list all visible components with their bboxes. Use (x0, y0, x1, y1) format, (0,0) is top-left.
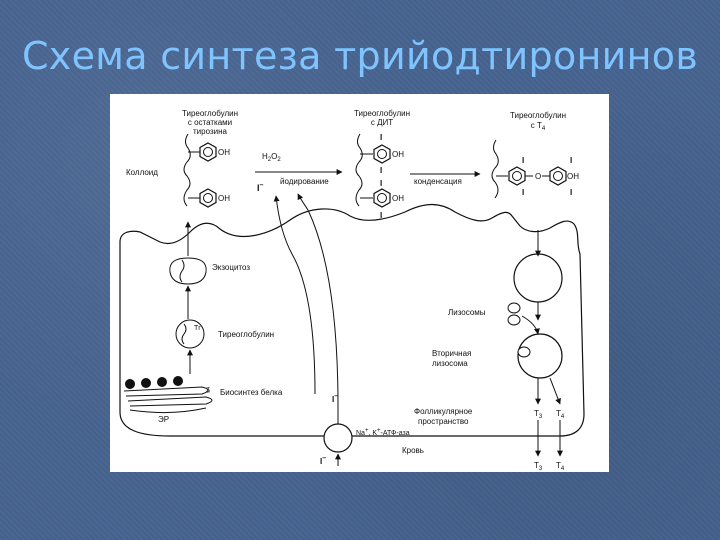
svg-text:H2O2: H2O2 (262, 152, 281, 163)
benzene-ring-icon (199, 142, 217, 162)
t4-blood-label: T (556, 461, 561, 470)
iodine-label: I (570, 156, 572, 165)
slide-title: Схема синтеза трийодтиронинов (21, 34, 699, 78)
benzene-ring-icon (549, 166, 567, 186)
oh-label: OH (218, 148, 230, 157)
secondary-lysosome (517, 333, 563, 379)
secondary-lysosome-line2: лизосома (432, 359, 468, 368)
iodine-label: I (380, 166, 382, 175)
t3-label: T (534, 409, 539, 418)
lysosomes-label: Лизосомы (448, 308, 486, 317)
lysosome-icon (507, 314, 521, 326)
thyroglobulin-label: Тиреоглобулин (218, 330, 274, 339)
h2o2-h: H (262, 152, 268, 161)
tg-tyrosine-line3: тирозина (193, 127, 227, 136)
blood-iodide-label: I (320, 457, 322, 466)
iodide-uptake-arrow (297, 193, 339, 424)
svg-text:T4: T4 (556, 461, 565, 472)
oh-label: OH (392, 194, 404, 203)
follicular-space-line2: пространство (418, 417, 469, 426)
benzene-ring-icon (373, 188, 391, 208)
thyroid-synthesis-diagram: Тиреоглобулин с остатками тирозина Тирео… (119, 109, 585, 472)
iodide-to-colloid-arrow (273, 195, 316, 395)
svg-text:T3: T3 (534, 409, 543, 420)
er-label: ЭР (158, 415, 169, 424)
label-tg-tyrosine: Тиреоглобулин с остатками тирозина (182, 109, 238, 136)
ether-oxygen-label: O (535, 172, 541, 181)
exocytosis-label: Экзоцитоз (212, 263, 250, 272)
thyroglobulin-vesicle (175, 319, 205, 349)
iodine-label: I (380, 133, 382, 142)
tg-dit-line1: Тиреоглобулин (354, 109, 410, 118)
benzene-ring-icon (373, 144, 391, 164)
secondary-lysosome-line1: Вторичная (432, 349, 471, 358)
t4-label: T (556, 409, 561, 418)
svg-text:I–: I– (332, 393, 338, 404)
t4-chain: O OH I I I I (491, 139, 579, 199)
lysosome-icon (507, 302, 521, 314)
tg-t4-line1: Тиреоглобулин (510, 111, 566, 120)
iodine-label: I (522, 188, 524, 197)
na-k-atpase-pump (323, 423, 353, 453)
dit-chain: OH OH I I I I (355, 133, 404, 220)
svg-text:ʓ: ʓ (206, 386, 210, 393)
lysosome-fusion-arrow (521, 315, 540, 335)
oh-label: OH (567, 172, 579, 181)
atpase-label: Na (356, 430, 365, 437)
ribosomes (125, 376, 183, 389)
exocytosis-vesicle (169, 257, 207, 285)
svg-text:Na+, K+-АТФ-аза: Na+, K+-АТФ-аза (356, 428, 410, 437)
follicular-space-line1: Фолликулярное (414, 407, 473, 416)
iodine-label: I (380, 179, 382, 188)
benzene-ring-icon (199, 188, 217, 208)
diagram-frame: Тиреоглобулин с остатками тирозина Тирео… (110, 94, 609, 472)
t3-blood-label: T (534, 461, 539, 470)
svg-text:I–: I– (257, 182, 264, 193)
svg-text:T3: T3 (534, 461, 543, 472)
svg-text:I–: I– (320, 455, 326, 466)
follicular-cell-outline (119, 203, 585, 437)
iodine-label: I (522, 156, 524, 165)
blood-label: Кровь (402, 446, 424, 455)
oh-label: OH (218, 194, 230, 203)
tyrosine-chain: OH OH (183, 133, 230, 208)
svg-text:с Т4: с Т4 (531, 121, 546, 132)
tg-t4-line2: с Т (531, 121, 542, 130)
tg-tyrosine-line2: с остатками (188, 118, 232, 127)
tg-abbr-label: Tг (194, 325, 201, 332)
endoplasmic-reticulum (123, 386, 213, 414)
condensation-label: конденсация (414, 177, 462, 186)
svg-text:T4: T4 (556, 409, 565, 420)
iodine-label: I (570, 188, 572, 197)
iodine-label: I (380, 211, 382, 220)
benzene-ring-icon (508, 166, 526, 186)
iodide-label: I (257, 183, 260, 193)
protein-biosynthesis-label: Биосинтез белка (220, 388, 283, 397)
colloid-droplet (513, 253, 563, 303)
tg-t4-sub: 4 (542, 126, 546, 132)
label-tg-dit: Тиреоглобулин с ДИТ (354, 109, 410, 127)
oh-label: OH (392, 150, 404, 159)
colloid-label: Коллоид (126, 168, 158, 177)
iodide-label: I (332, 395, 334, 404)
iodination-label: йодирование (280, 177, 329, 186)
label-tg-t4: Тиреоглобулин с Т4 (510, 111, 566, 132)
tg-dit-line2: с ДИТ (371, 118, 393, 127)
t4-release-arrow (549, 377, 561, 405)
tg-tyrosine-line1: Тиреоглобулин (182, 109, 238, 118)
